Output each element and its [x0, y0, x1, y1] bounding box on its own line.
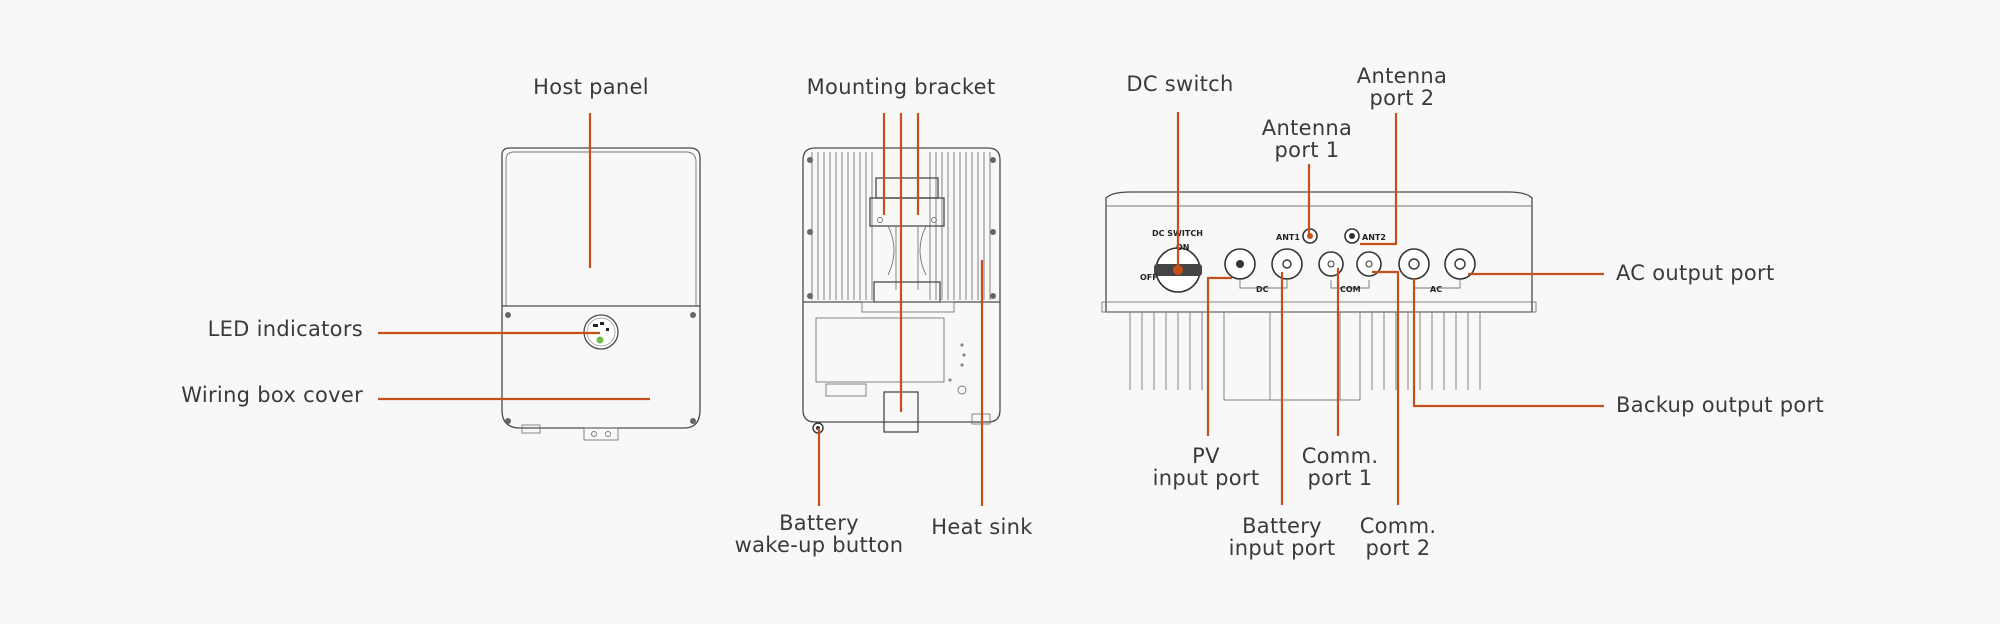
bottom-view: DC SWITCH ON OFF ANT1 ANT2 DC COM AC [1101, 191, 1537, 401]
label-battery-input-line1: Battery [1242, 514, 1322, 538]
label-heat-sink: Heat sink [931, 515, 1033, 539]
back-bottom-tab-l [825, 383, 867, 397]
label-led-indicators: LED indicators [207, 317, 363, 341]
label-host-panel: Host panel [533, 75, 649, 99]
label-dc-switch: DC switch [1126, 72, 1234, 96]
host-panel-face [505, 151, 697, 307]
front-foot-left [521, 424, 541, 434]
leader-lines [378, 112, 1604, 506]
comm-port-1-icon [1318, 251, 1344, 277]
dc-group-text: DC [1256, 285, 1269, 294]
label-comm-port-2-line1: Comm. [1359, 514, 1437, 538]
label-backup-output-port: Backup output port [1616, 393, 1825, 417]
bracket-arms [887, 225, 927, 290]
front-screw-br [690, 418, 696, 424]
label-comm-port-1-line1: Comm. [1301, 444, 1379, 468]
on-text: ON [1176, 243, 1190, 252]
label-antenna-port-1: Antenna port 1 [1262, 117, 1352, 161]
led-dot-1 [593, 324, 598, 327]
off-text: OFF [1140, 273, 1158, 282]
front-screw-tl [505, 312, 511, 318]
com-group-bracket [1330, 280, 1370, 289]
battery-port-icon [1271, 248, 1303, 280]
leader-backup-output [1412, 278, 1604, 408]
label-antenna-port-2-line2: port 2 [1369, 86, 1435, 110]
label-battery-input-port: Battery input port [1229, 515, 1336, 559]
label-comm-port-1-line2: port 1 [1307, 466, 1373, 490]
ant2-text: ANT2 [1362, 233, 1386, 242]
label-pv-input-port: PV input port [1153, 445, 1260, 489]
label-comm-port-2: Comm. port 2 [1360, 515, 1437, 559]
back-wiring-box [815, 317, 945, 383]
label-ac-output-port: AC output port [1616, 261, 1775, 285]
led-green-leaf-icon [596, 336, 604, 344]
bottom-lip [1101, 301, 1537, 313]
bottom-housing [1105, 191, 1533, 313]
tab-hole-1 [591, 431, 597, 437]
label-battery-wakeup-line1: Battery [779, 511, 859, 535]
front-screw-bl [505, 418, 511, 424]
front-screw-tr [690, 312, 696, 318]
ac-port-icon [1444, 248, 1476, 280]
label-comm-port-1: Comm. port 1 [1302, 445, 1379, 489]
bracket-plate [869, 197, 945, 227]
com-group-text: COM [1340, 285, 1361, 294]
label-pv-input-line1: PV [1192, 444, 1220, 468]
leader-comm-2 [1372, 270, 1400, 505]
label-pv-input-line2: input port [1152, 466, 1260, 490]
bracket-hole-r [931, 217, 937, 223]
dc-group-bracket [1239, 280, 1288, 289]
led-dot-3 [606, 328, 609, 331]
led-dot-2 [600, 322, 604, 325]
back-housing [802, 147, 1001, 423]
backup-port-icon [1398, 248, 1430, 280]
bracket-base [861, 301, 955, 313]
leader-pv-input [1206, 276, 1232, 436]
label-battery-wakeup: Battery wake-up button [735, 512, 904, 556]
label-antenna-port-2-line1: Antenna [1356, 64, 1448, 88]
label-battery-input-line2: input port [1228, 536, 1336, 560]
tab-hole-2 [605, 431, 611, 437]
front-housing [501, 147, 701, 429]
bracket-hole-l [877, 217, 883, 223]
label-antenna-port-2: Antenna port 2 [1357, 65, 1447, 109]
label-battery-wakeup-line2: wake-up button [734, 533, 904, 557]
label-antenna-port-1-line2: port 1 [1274, 138, 1340, 162]
ac-group-text: AC [1430, 285, 1442, 294]
front-view [501, 147, 701, 441]
label-comm-port-2-line2: port 2 [1365, 536, 1431, 560]
bottom-fins [1129, 312, 1481, 390]
front-bottom-tab [583, 427, 619, 441]
comm-port-2-icon [1356, 251, 1382, 277]
label-antenna-port-1-line1: Antenna [1261, 116, 1353, 140]
label-wiring-box-cover: Wiring box cover [181, 383, 363, 407]
leader-antenna-2 [1360, 113, 1398, 246]
ant1-text: ANT1 [1276, 233, 1300, 242]
label-mounting-bracket: Mounting bracket [806, 75, 996, 99]
bracket-top [875, 177, 939, 199]
back-gland [957, 385, 967, 395]
